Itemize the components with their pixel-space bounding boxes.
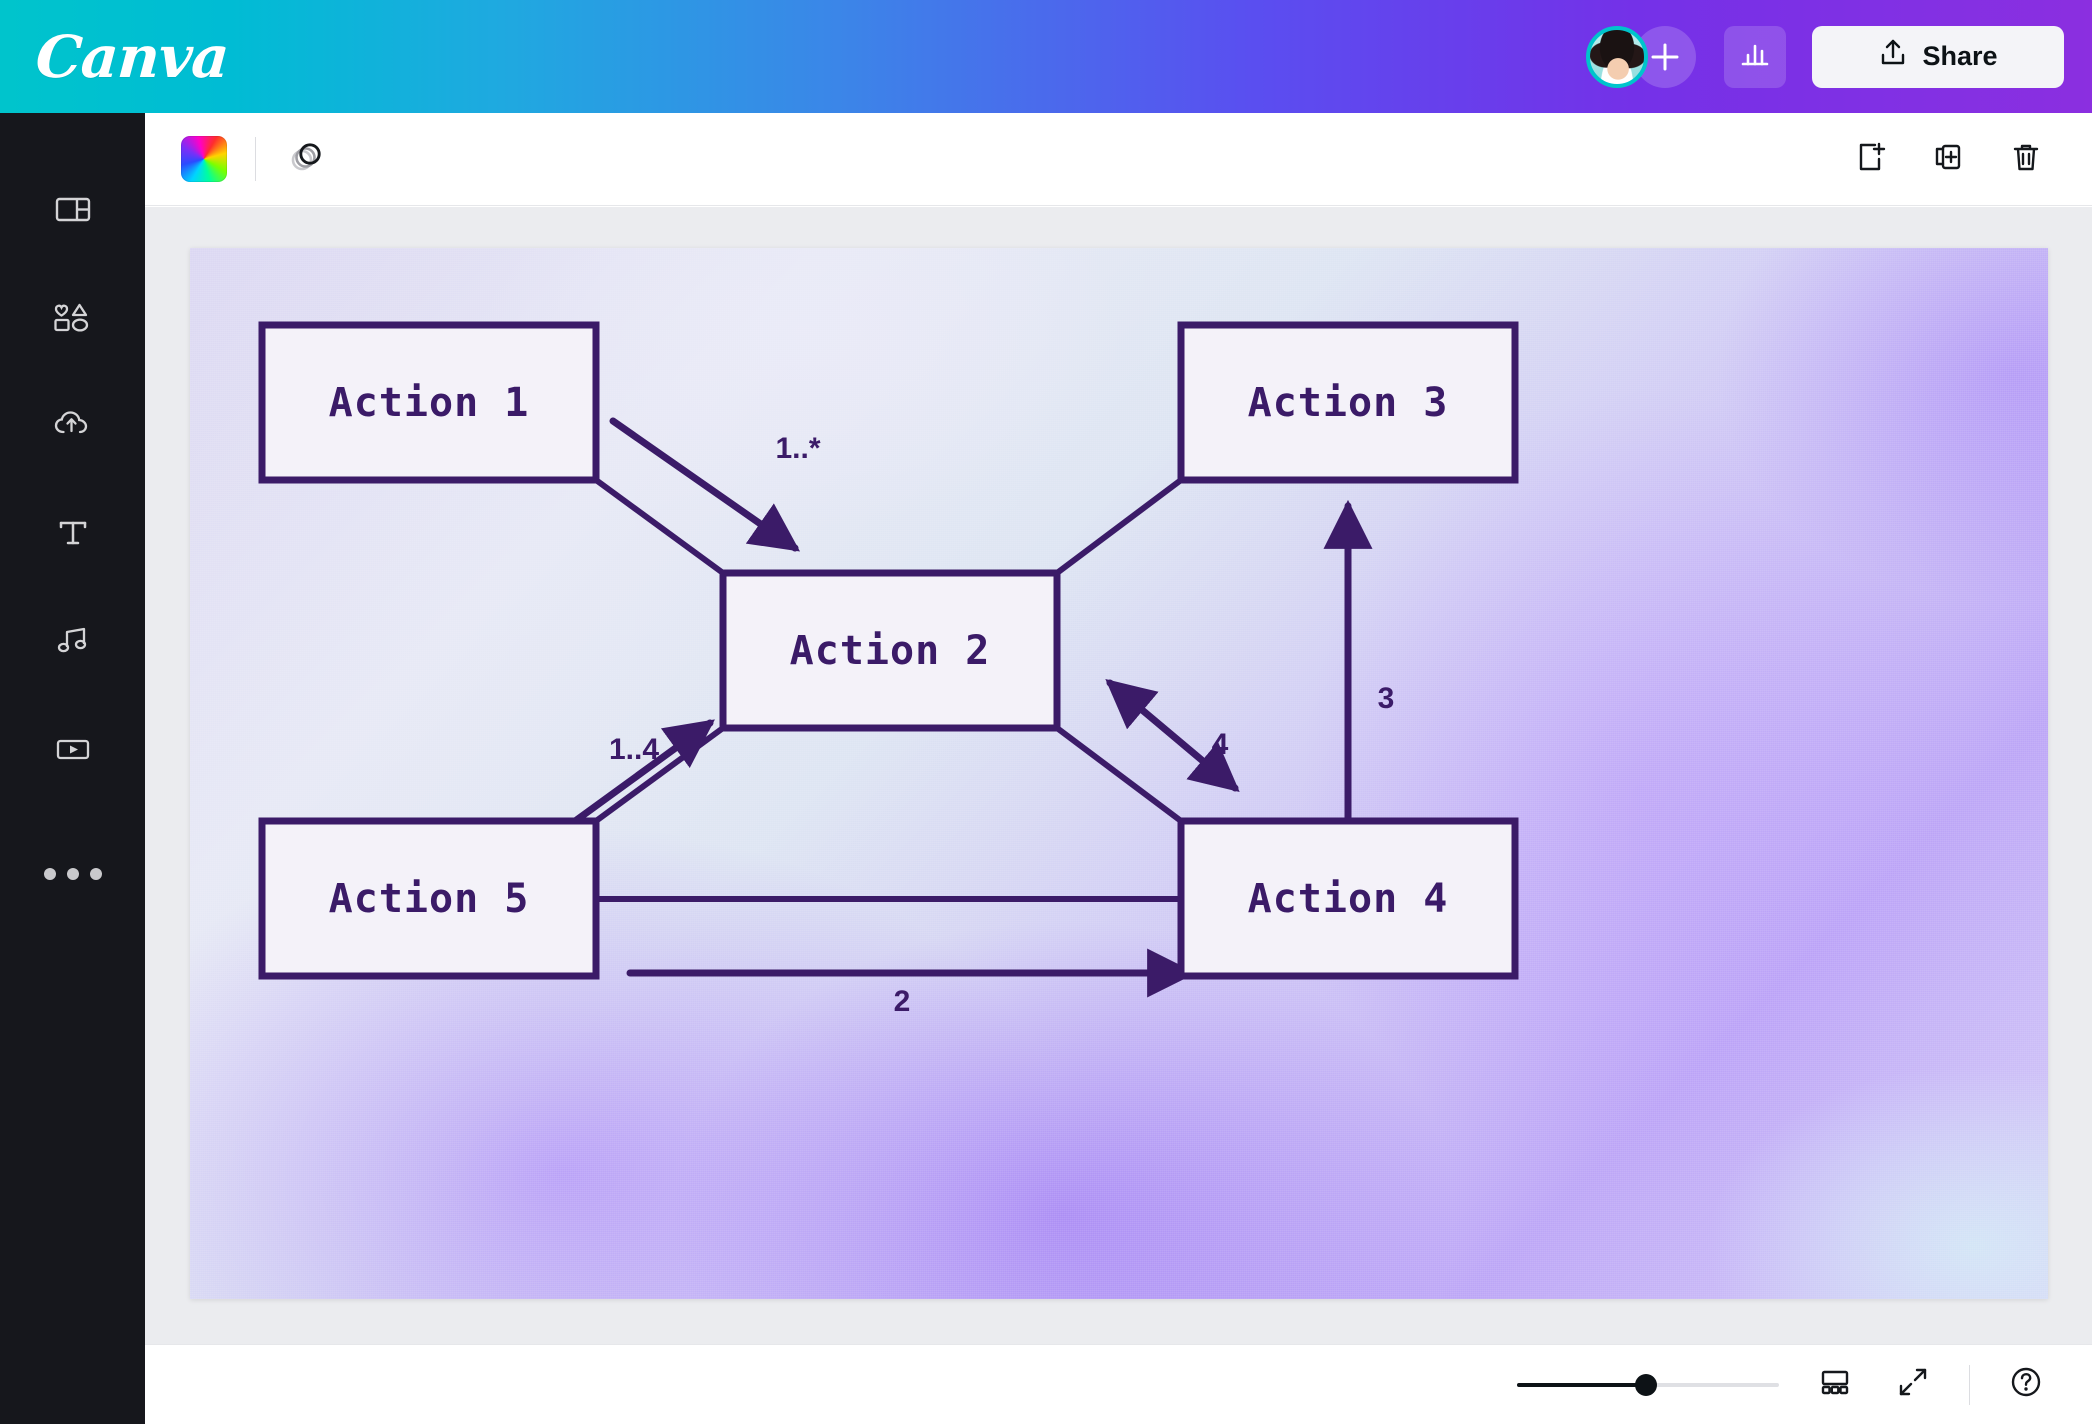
shapes-icon: [50, 296, 96, 338]
add-page-icon: [1852, 139, 1888, 180]
canva-logo[interactable]: Canva: [33, 22, 231, 91]
transparency-icon: [285, 135, 329, 184]
delete-page-button[interactable]: [2004, 137, 2048, 181]
music-note-icon: [51, 620, 95, 662]
left-sidebar: [0, 113, 145, 1424]
canvas-area[interactable]: Action 1 Action 2 Action 3 Action 4: [145, 207, 2092, 1344]
transparency-button[interactable]: [284, 136, 330, 182]
fullscreen-button[interactable]: [1891, 1363, 1935, 1407]
top-bar: Canva: [0, 0, 2092, 113]
sidebar-item-design[interactable]: [0, 155, 145, 263]
edge-a1-a2-arrow: [609, 417, 801, 552]
text-t-icon: [52, 512, 94, 554]
diagram-svg: Action 1 Action 2 Action 3 Action 4: [258, 321, 1519, 1018]
design-page[interactable]: Action 1 Action 2 Action 3 Action 4: [190, 248, 2048, 1299]
analytics-button[interactable]: [1724, 25, 1786, 88]
edge-labels: 1..* 1..4 4 3 2: [609, 432, 1394, 1018]
node-action-2-label: Action 2: [790, 628, 991, 674]
node-action-5[interactable]: Action 5: [258, 817, 600, 980]
upload-icon: [1878, 38, 1908, 75]
connector-a1-a2: [594, 477, 725, 576]
edge-label-a2-a4: 4: [1212, 728, 1229, 761]
avatar[interactable]: [1586, 25, 1648, 88]
diagram-nodes[interactable]: Action 1 Action 2 Action 3 Action 4: [258, 321, 1519, 980]
node-action-5-label: Action 5: [329, 876, 530, 922]
duplicate-page-icon: [1930, 139, 1966, 180]
sidebar-item-more[interactable]: [0, 803, 145, 911]
zoom-fill: [1517, 1382, 1645, 1387]
page-tools: [1848, 137, 2092, 181]
duplicate-page-button[interactable]: [1926, 137, 1970, 181]
node-action-3[interactable]: Action 3: [1177, 321, 1519, 484]
grid-view-icon: [1817, 1364, 1853, 1405]
node-action-4[interactable]: Action 4: [1177, 817, 1519, 980]
sidebar-item-videos[interactable]: [0, 695, 145, 803]
zoom-slider[interactable]: [1517, 1373, 1779, 1396]
ellipsis-icon: [43, 868, 102, 880]
sidebar-item-audio[interactable]: [0, 587, 145, 695]
edge-label-a5-a2: 1..4: [609, 733, 659, 766]
expand-icon: [1895, 1364, 1931, 1405]
node-action-2[interactable]: Action 2: [719, 569, 1061, 732]
toolbar-divider: [255, 137, 256, 181]
bar-chart-icon: [1738, 37, 1772, 76]
share-button[interactable]: Share: [1812, 25, 2064, 88]
design-toolbar: [145, 113, 2092, 206]
plus-icon: [1648, 40, 1682, 74]
edge-label-a5-a4: 2: [894, 985, 911, 1018]
node-action-3-label: Action 3: [1248, 380, 1449, 426]
video-play-icon: [51, 728, 95, 770]
layout-panel-icon: [52, 188, 94, 230]
edge-label-a1-a2: 1..*: [775, 432, 820, 465]
top-bar-actions: Share: [1586, 25, 2092, 88]
uml-action-diagram[interactable]: Action 1 Action 2 Action 3 Action 4: [190, 248, 2048, 1299]
cloud-upload-icon: [50, 404, 96, 446]
bottom-bar: [145, 1344, 2092, 1424]
grid-view-button[interactable]: [1813, 1363, 1857, 1407]
sidebar-item-elements[interactable]: [0, 263, 145, 371]
share-button-label: Share: [1922, 41, 1998, 71]
connector-a2-a3: [1055, 477, 1183, 576]
color-swatch-button[interactable]: [181, 136, 227, 182]
sidebar-item-uploads[interactable]: [0, 371, 145, 479]
zoom-knob[interactable]: [1635, 1373, 1657, 1396]
bottom-divider: [1969, 1364, 1970, 1405]
node-action-1-label: Action 1: [329, 380, 530, 426]
edge-a2-a4-arrow: [1105, 679, 1240, 792]
help-button[interactable]: [2004, 1363, 2048, 1407]
node-action-1[interactable]: Action 1: [258, 321, 600, 484]
edge-label-a4-a3: 3: [1378, 682, 1395, 715]
trash-icon: [2008, 139, 2044, 180]
help-question-icon: [2007, 1363, 2045, 1406]
sidebar-item-text[interactable]: [0, 479, 145, 587]
add-page-button[interactable]: [1848, 137, 1892, 181]
node-action-4-label: Action 4: [1248, 876, 1449, 922]
connector-a2-a4: [1055, 725, 1183, 824]
